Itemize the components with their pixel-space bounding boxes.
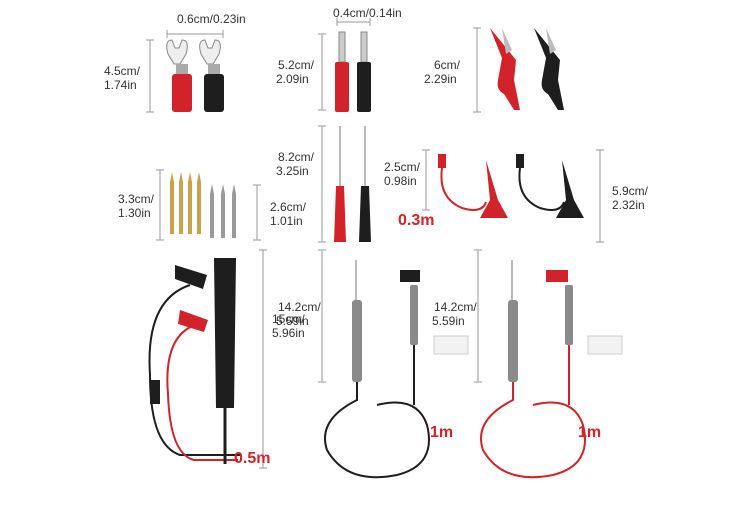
probe-black-cable-length: 1m [430,424,454,441]
silver-needles [210,184,236,238]
test-probe-red [480,260,623,479]
probe-red-cable-length: 1m [578,424,602,441]
hook-clip-height-cm-label: 5.9cm/ [612,184,649,198]
probe-black-height-in-label: 5.59in [276,314,309,328]
piercing-probe-black [359,126,371,242]
piercing-height-in-label: 3.25in [276,164,309,178]
gold-pins [170,172,201,234]
spade-height-in-label: 1.74in [104,78,137,92]
hook-clip-height-in-label: 2.32in [612,198,645,212]
alligator-height-cm-label: 6cm/ [434,58,461,72]
hook-clip-cable-length: 0.3m [398,212,435,229]
piercing-probe-red [334,126,346,242]
banana-width-label: 0.4cm/0.14in [333,6,402,20]
needles-height-cm-label: 2.6cm/ [270,200,307,214]
spade-connector-black [199,39,224,112]
tweezer-cable-length: 0.5m [234,450,271,467]
alligator-clip-red [490,28,520,110]
pins-height-in-label: 1.30in [118,206,151,220]
piercing-height-cm-label: 8.2cm/ [278,150,315,164]
probe-red-height-cm-label: 14.2cm/ [434,300,477,314]
probe-black-height-cm-label: 14.2cm/ [278,300,321,314]
banana-height-cm-label: 5.2cm/ [278,58,315,72]
banana-height-in-label: 2.09in [276,72,309,86]
alligator-clip-black [534,28,564,110]
spade-width-label: 0.6cm/0.23in [177,12,246,26]
pins-height-cm-label: 3.3cm/ [118,192,155,206]
needles-height-in-label: 1.01in [270,214,303,228]
alligator-height-in-label: 2.29in [424,72,457,86]
hook-clip-red [438,154,508,218]
banana-plug-black [357,31,371,112]
spade-connector-red [166,39,192,112]
probe-red-height-in-label: 5.59in [432,314,465,328]
banana-plug-red [335,31,349,112]
hook-clip-black [516,154,584,218]
tweezer-height-cm-label: 15cm/ [272,312,305,326]
test-probe-black [324,260,469,479]
smd-tweezer [148,258,240,464]
hook-width-cm-label: 2.5cm/ [384,160,421,174]
hook-width-in-label: 0.98in [384,174,417,188]
spade-height-cm-label: 4.5cm/ [104,64,141,78]
tweezer-height-in-label: 5.96in [272,326,305,340]
